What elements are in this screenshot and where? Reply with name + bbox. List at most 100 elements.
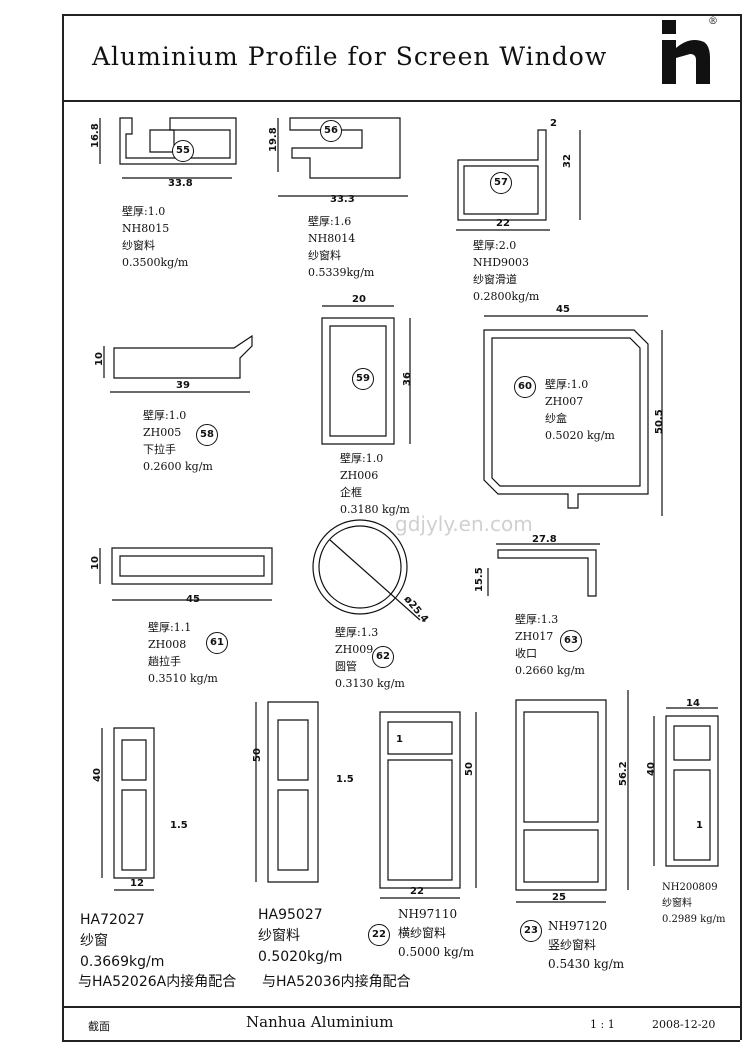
spec-thickness: 壁厚:1.3 xyxy=(335,626,379,639)
spec-weight: 0.2989 kg/m xyxy=(662,914,726,925)
spec-thickness: 壁厚:1.0 xyxy=(340,452,384,465)
dim-nh97110-height: 50 xyxy=(464,762,475,776)
spec-weight: 0.5000 kg/m xyxy=(398,945,475,959)
dim-57-thickness: 2 xyxy=(550,118,557,129)
dim-58-height: 10 xyxy=(94,352,105,366)
spec-weight: 0.5020 kg/m xyxy=(545,429,615,442)
spec-63: 壁厚:1.3 ZH017 收口 0.2660 kg/m xyxy=(515,611,585,679)
profile-57-drawing xyxy=(456,129,581,231)
dim-60-width: 45 xyxy=(556,304,570,315)
page-title: Aluminium Profile for Screen Window xyxy=(92,42,608,71)
spec-weight: 0.3180 kg/m xyxy=(340,503,410,516)
dim-nh200809-width: 14 xyxy=(686,698,700,709)
profile-ha95027-drawing xyxy=(255,701,319,883)
profile-58-drawing xyxy=(103,334,253,393)
spec-weight: 0.2800kg/m xyxy=(473,290,540,303)
watermark: gdjyly.en.com xyxy=(395,512,533,536)
spec-name: 竖纱窗料 xyxy=(548,938,597,952)
spec-name: 纱窗料 xyxy=(308,249,341,262)
dim-ha72027-wall: 1.5 xyxy=(170,820,188,831)
spec-thickness: 壁厚:1.0 xyxy=(122,205,166,218)
spec-code: ZH017 xyxy=(515,630,554,643)
spec-name: 纱窗料 xyxy=(662,898,692,909)
profile-number-61: 61 xyxy=(206,632,228,654)
spec-thickness: 壁厚:1.6 xyxy=(308,215,352,228)
spec-ha95027: HA95027 纱窗料 0.5020kg/m xyxy=(258,905,342,968)
profile-ha72027-drawing xyxy=(101,727,155,891)
dim-57-height: 32 xyxy=(562,154,573,168)
registered-mark: ® xyxy=(708,16,718,27)
dim-55-width: 33.8 xyxy=(168,178,193,189)
company-logo: ® xyxy=(660,16,720,86)
profile-55-drawing xyxy=(99,117,237,179)
spec-thickness: 壁厚:2.0 xyxy=(473,239,517,252)
profile-56-drawing xyxy=(277,117,408,197)
dim-nh97110-width: 22 xyxy=(410,886,424,897)
dim-nh200809-height: 40 xyxy=(646,762,657,776)
profile-nh97110-drawing xyxy=(379,711,477,899)
dim-nh97110-wall: 1 xyxy=(396,734,403,745)
dim-60-height: 50.5 xyxy=(654,409,665,434)
spec-weight: 0.3500kg/m xyxy=(122,256,189,269)
spec-code: ZH008 xyxy=(148,638,187,651)
spec-nh200809: NH200809 纱窗料 0.2989 kg/m xyxy=(662,880,725,928)
spec-ha72027: HA72027 纱窗 0.3669kg/m xyxy=(80,910,164,973)
dim-nh97120-width: 25 xyxy=(552,892,566,903)
spec-weight: 0.2660 kg/m xyxy=(515,664,585,677)
spec-code: ZH006 xyxy=(340,469,379,482)
spec-ha72027-note: 与HA52026A内接角配合 xyxy=(78,974,237,990)
spec-code: NH8014 xyxy=(308,232,356,245)
dim-61-height: 10 xyxy=(90,556,101,570)
spec-name: 纱窗滑道 xyxy=(473,273,517,286)
dim-63-height: 15.5 xyxy=(474,567,485,592)
spec-weight: 0.5430 kg/m xyxy=(548,957,625,971)
dim-59-width: 20 xyxy=(352,294,366,305)
dim-ha72027-width: 12 xyxy=(130,878,144,889)
spec-57: 壁厚:2.0 NHD9003 纱窗滑道 0.2800kg/m xyxy=(473,237,539,305)
dim-57-width: 22 xyxy=(496,218,510,229)
spec-code: NHD9003 xyxy=(473,256,530,269)
profile-61-drawing xyxy=(99,547,273,601)
dim-63-width: 27.8 xyxy=(532,534,557,545)
spec-ha95027-note: 与HA52036内接角配合 xyxy=(262,974,411,990)
dim-56-width: 33.3 xyxy=(330,194,355,205)
profile-nh97120-drawing xyxy=(515,690,629,903)
dim-61-width: 45 xyxy=(186,594,200,605)
spec-60: 壁厚:1.0 ZH007 纱盒 0.5020 kg/m xyxy=(545,376,615,444)
spec-name: 圆管 xyxy=(335,660,357,673)
profile-number-59: 59 xyxy=(352,368,374,390)
spec-code: NH97120 xyxy=(548,919,608,933)
spec-code: NH200809 xyxy=(662,882,718,893)
dim-ha95027-wall: 1.5 xyxy=(336,774,354,785)
spec-weight: 0.3130 kg/m xyxy=(335,677,405,690)
footer-date: 2008-12-20 xyxy=(652,1018,716,1031)
spec-thickness: 壁厚:1.1 xyxy=(148,621,192,634)
profile-number-63: 63 xyxy=(560,630,582,652)
profile-number-60: 60 xyxy=(514,376,536,398)
dim-ha72027-height: 40 xyxy=(92,768,103,782)
spec-name: 企框 xyxy=(340,486,362,499)
spec-weight: 0.3669kg/m xyxy=(80,954,165,970)
profile-number-55: 55 xyxy=(172,140,194,162)
spec-56: 壁厚:1.6 NH8014 纱窗料 0.5339kg/m xyxy=(308,213,374,281)
spec-name: 纱盒 xyxy=(545,412,567,425)
dim-58-width: 39 xyxy=(176,380,190,391)
spec-code: NH8015 xyxy=(122,222,170,235)
spec-nh97110: NH97110 横纱窗料 0.5000 kg/m xyxy=(398,905,474,962)
drawing-frame xyxy=(62,14,742,1040)
dim-55-height: 16.8 xyxy=(90,123,101,148)
spec-name: 横纱窗料 xyxy=(398,926,447,940)
spec-name: 纱窗料 xyxy=(122,239,155,252)
spec-thickness: 壁厚:1.3 xyxy=(515,613,559,626)
spec-code: HA95027 xyxy=(258,907,323,923)
spec-name: 下拉手 xyxy=(143,443,176,456)
spec-name: 收口 xyxy=(515,647,537,660)
footer-company: Nanhua Aluminium xyxy=(246,1013,394,1031)
spec-55: 壁厚:1.0 NH8015 纱窗料 0.3500kg/m xyxy=(122,203,188,271)
spec-thickness: 壁厚:1.0 xyxy=(143,409,187,422)
dim-nh200809-wall: 1 xyxy=(696,820,703,831)
logo-icon xyxy=(662,20,710,84)
spec-code: ZH009 xyxy=(335,643,374,656)
profile-number-62: 62 xyxy=(372,646,394,668)
